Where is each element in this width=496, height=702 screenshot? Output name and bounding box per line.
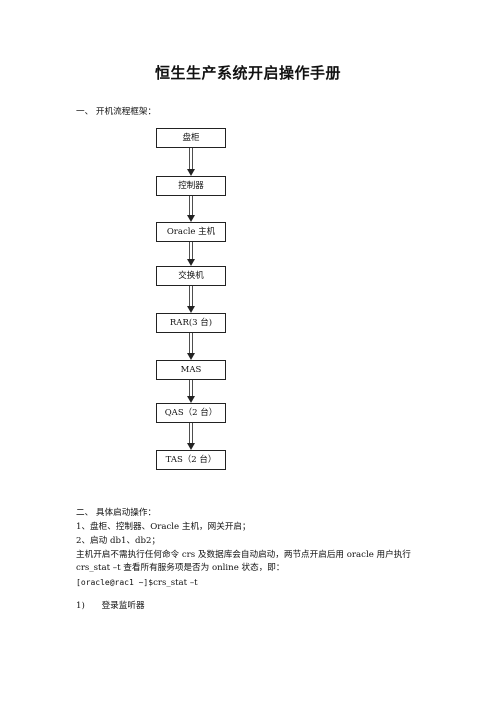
flow-arrow — [187, 423, 195, 450]
paragraph-line-2: crs_stat –t 查看所有服务项是否为 online 状态，即： — [76, 563, 285, 573]
flow-arrow — [187, 242, 195, 266]
flow-step-oracle-host: Oracle 主机 — [156, 222, 226, 242]
sub-item: 1) 登录监听器 — [76, 601, 145, 612]
command-line: [oracle@rac1 ~]$crs_stat –t — [76, 577, 198, 589]
flow-step-qas: QAS（2 台） — [156, 403, 226, 423]
flow-arrow — [187, 196, 195, 222]
flow-step-tas: TAS（2 台） — [156, 450, 226, 470]
page-title: 恒生生产系统开启操作手册 — [154, 64, 341, 82]
flow-arrow — [187, 380, 195, 403]
paragraph-line-1: 主机开启不需执行任何命令 crs 及数据库会自动启动，两节点开启后用 oracl… — [76, 550, 411, 560]
flow-step-controller: 控制器 — [156, 176, 226, 196]
sub-item-number: 1) — [76, 601, 85, 611]
flow-step-switch: 交换机 — [156, 266, 226, 286]
step-2: 2、启动 db1、db2； — [76, 536, 161, 546]
shell-command: crs_stat –t — [153, 578, 198, 588]
flow-step-rar: RAR(3 台) — [156, 313, 226, 333]
sub-item-text: 登录监听器 — [101, 601, 145, 611]
section-heading-flow: 一、 开机流程框架： — [76, 107, 157, 117]
step-1: 1、盘柜、控制器、Oracle 主机，网关开启； — [76, 522, 251, 532]
flow-step-disk-cabinet: 盘柜 — [156, 128, 226, 148]
shell-prompt: [oracle@rac1 ~]$ — [76, 578, 154, 587]
flow-arrow — [187, 148, 195, 176]
flow-arrow — [187, 286, 195, 313]
flow-arrow — [187, 333, 195, 360]
section-heading-startup: 二、 具体启动操作： — [76, 508, 157, 518]
flow-step-mas: MAS — [156, 360, 226, 380]
